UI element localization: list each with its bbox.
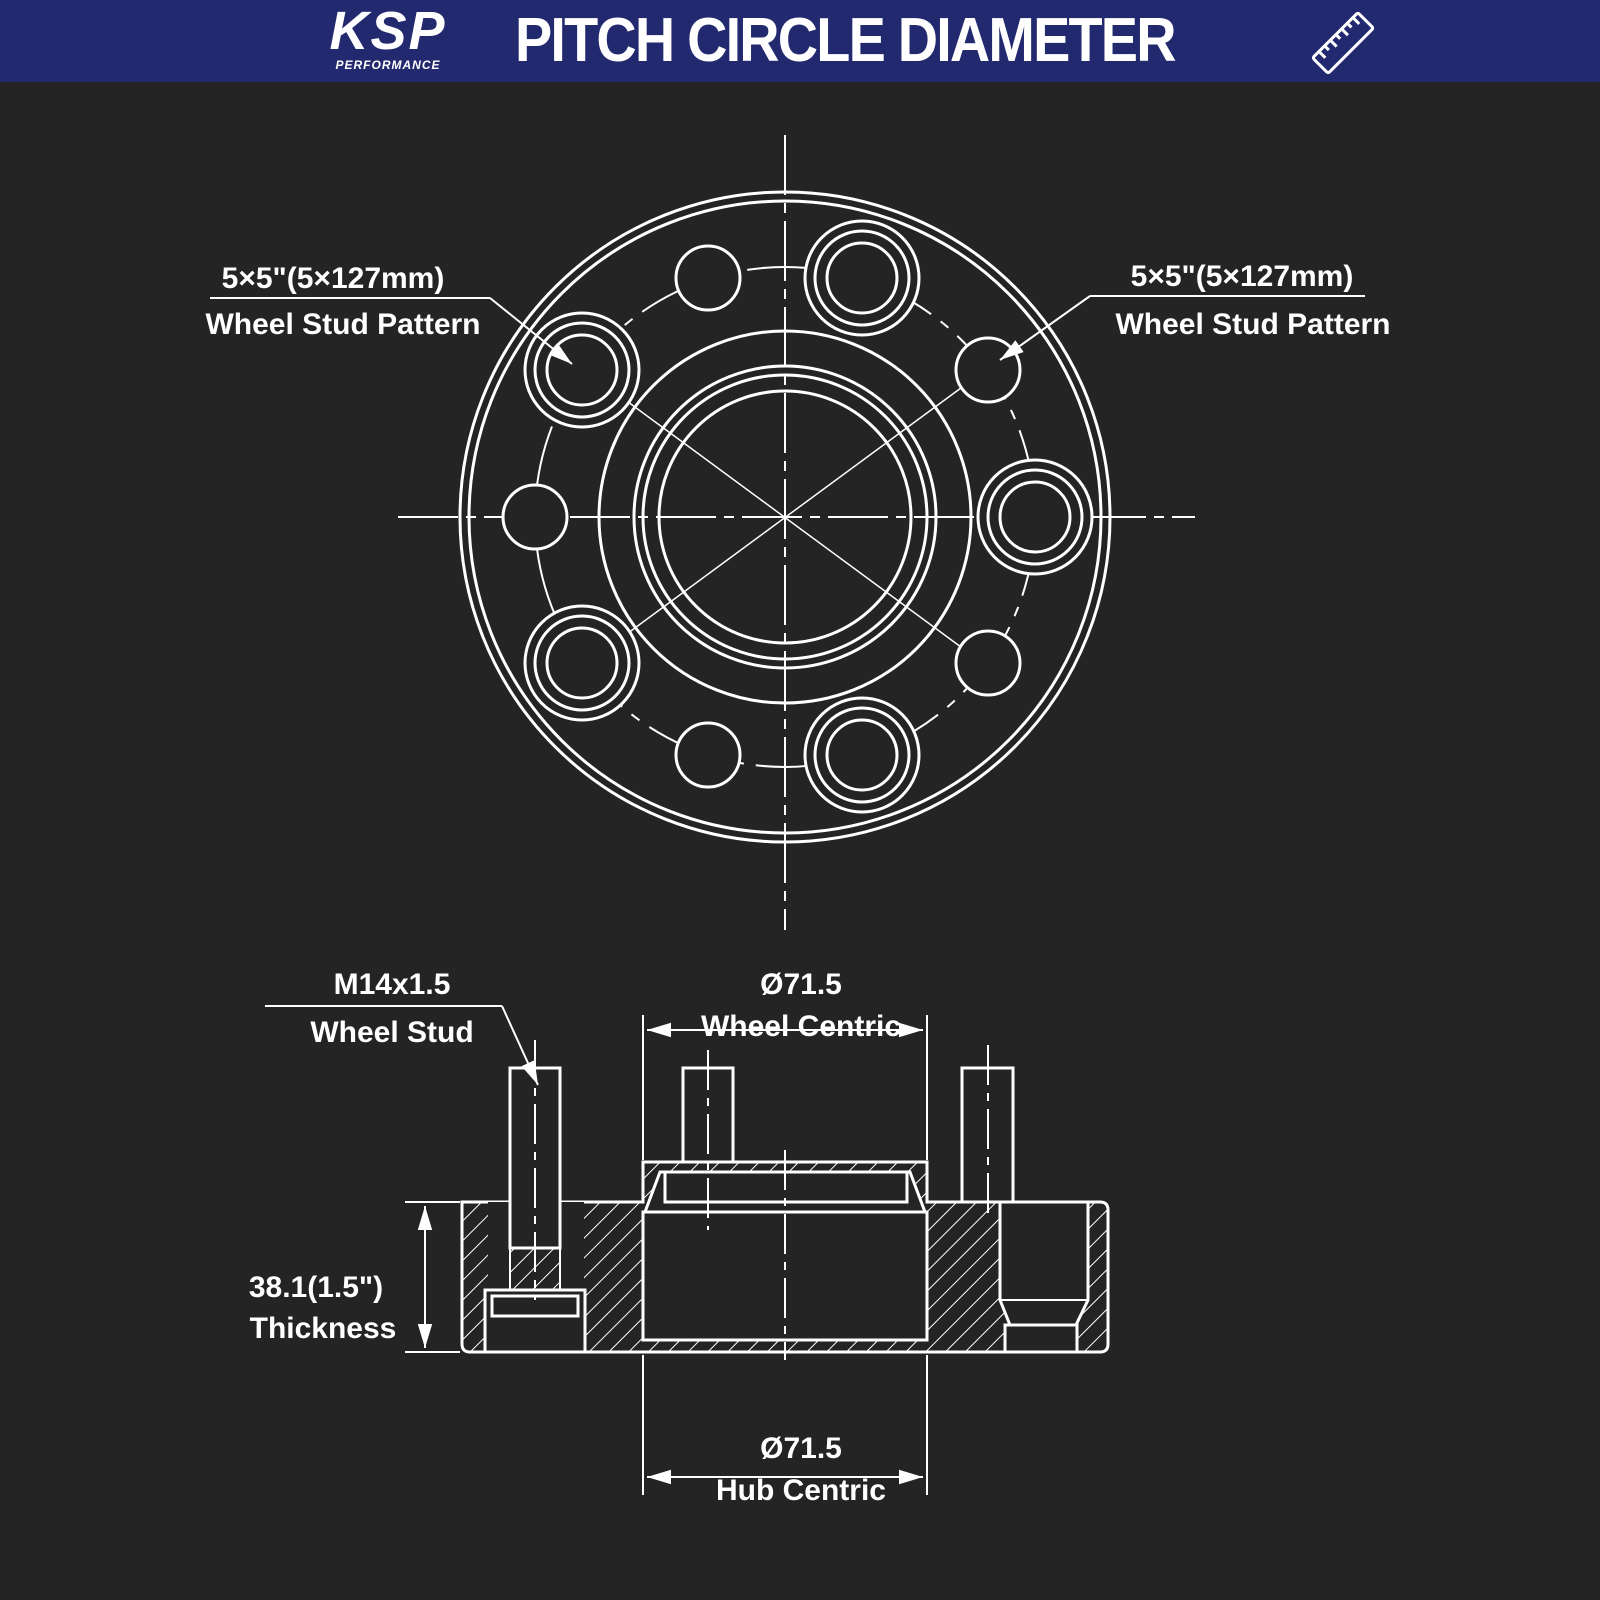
pattern-value-left: 5×5"(5×127mm) — [222, 262, 445, 295]
wheel-centric-value: Ø71.5 — [760, 968, 842, 1001]
section-view — [265, 1005, 1110, 1495]
stud-hole — [976, 458, 1094, 576]
stud-leader — [501, 1005, 539, 1086]
stud-hole — [523, 604, 641, 722]
pattern-value-right: 5×5"(5×127mm) — [1131, 260, 1354, 293]
dimension-lines — [265, 1005, 928, 1495]
pattern-caption-right: Wheel Stud Pattern — [1115, 308, 1390, 341]
logo-text: KSP — [329, 1, 447, 61]
stud-hole — [523, 311, 641, 429]
stud-size: M14x1.5 — [334, 968, 451, 1001]
top-view — [210, 135, 1365, 930]
stud-hole — [803, 219, 921, 337]
leader-right — [999, 295, 1091, 361]
hub-centric-value: Ø71.5 — [760, 1432, 842, 1465]
ruler-icon — [1311, 11, 1375, 75]
stud-hole — [803, 696, 921, 814]
hub-centric-caption: Hub Centric — [716, 1474, 886, 1507]
logo-subtext: PERFORMANCE — [335, 58, 441, 72]
leader-left — [489, 297, 573, 365]
outer-rim — [458, 190, 1112, 844]
header-banner: KSP PERFORMANCE PITCH CIRCLE DIAMETER — [0, 0, 1600, 82]
hub-ring — [597, 329, 973, 705]
stud-caption: Wheel Stud — [310, 1016, 473, 1049]
thickness-caption: Thickness — [250, 1312, 397, 1345]
ksp-logo: KSP PERFORMANCE — [298, 4, 478, 76]
thickness-value: 38.1(1.5") — [249, 1271, 383, 1304]
page-title: PITCH CIRCLE DIAMETER — [515, 6, 1176, 75]
wheel-centric-caption: Wheel Centric — [701, 1010, 901, 1043]
bolt-holes — [501, 244, 1022, 789]
pattern-caption-left: Wheel Stud Pattern — [205, 308, 480, 341]
center-bore — [657, 389, 913, 645]
